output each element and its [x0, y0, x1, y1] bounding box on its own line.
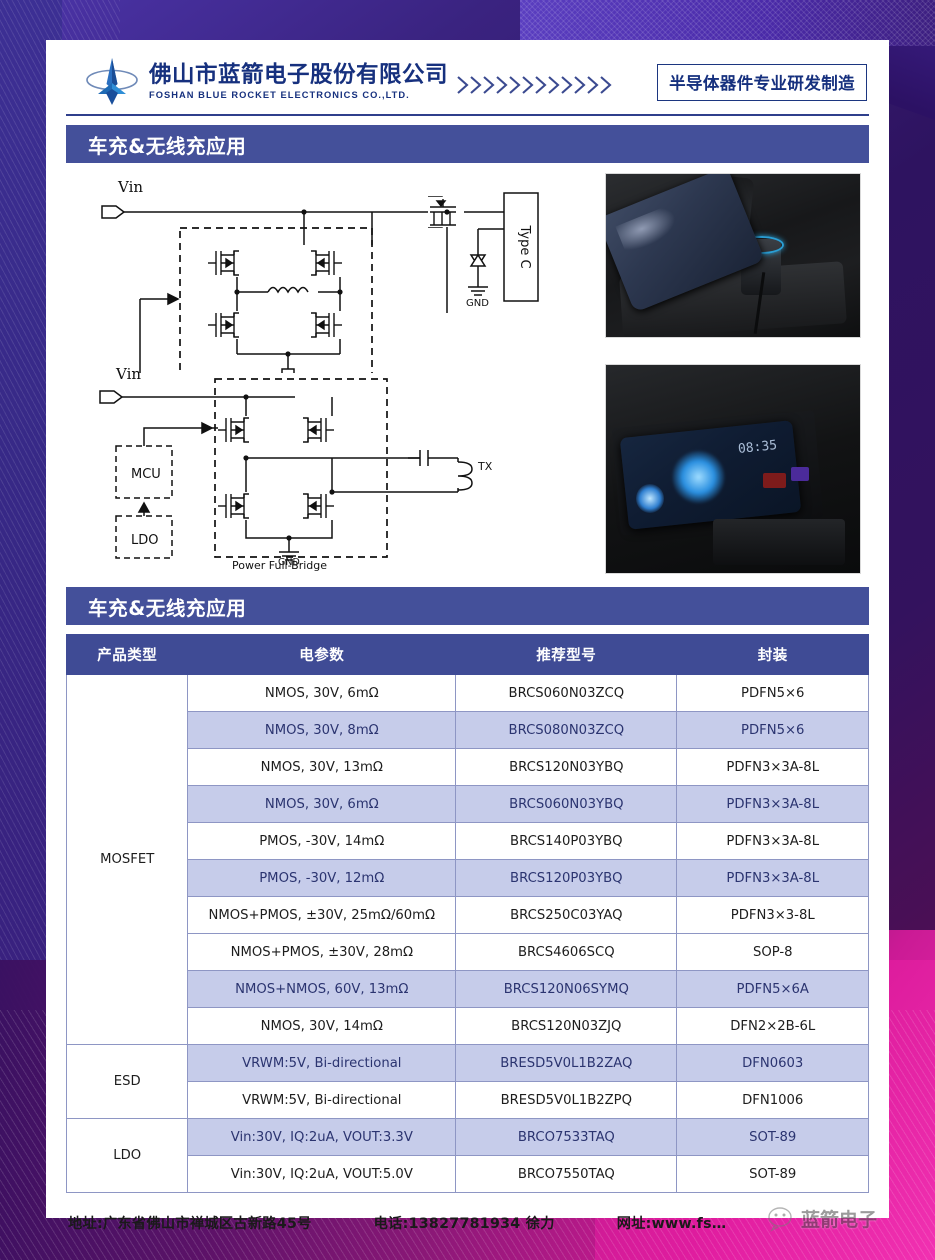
- company-name-en: FOSHAN BLUE ROCKET ELECTRONICS CO.,LTD.: [149, 89, 410, 100]
- cell-model: BRCS080N03ZCQ: [455, 711, 678, 749]
- slogan-badge: 半导体器件专业研发制造: [657, 63, 867, 101]
- cell-parameters: VRWM:5V, Bi-directional: [187, 1044, 457, 1082]
- table-header-row: 产品类型 电参数 推荐型号 封装: [65, 634, 869, 675]
- footer: 地址:广东省佛山市禅城区古新路45号 电话:13827781934 徐力 网址:…: [66, 1203, 877, 1243]
- company-name-cn: 佛山市蓝箭电子股份有限公司: [149, 62, 449, 89]
- cell-model: BRCO7550TAQ: [455, 1155, 678, 1193]
- watermark-text: 蓝箭电子: [800, 1209, 877, 1231]
- chevron-right-repeat-icon: [456, 74, 616, 96]
- wechat-account-avatar-icon: [767, 1206, 797, 1232]
- cell-package: PDFN5×6A: [676, 970, 869, 1008]
- cell-parameters: PMOS, -30V, 12mΩ: [187, 859, 457, 897]
- cell-package: SOP-8: [676, 933, 869, 971]
- page-card: 佛山市蓝箭电子股份有限公司 FOSHAN BLUE ROCKET ELECTRO…: [46, 40, 889, 1232]
- cell-package: DFN2×2B-6L: [676, 1007, 869, 1045]
- cell-model: BRCO7533TAQ: [455, 1118, 678, 1156]
- col-package: 封装: [676, 634, 869, 675]
- masthead-divider: [66, 114, 869, 116]
- cell-package: SOT-89: [676, 1155, 869, 1193]
- cell-package: PDFN3×3-8L: [676, 896, 869, 934]
- label-type-c: Type C: [517, 224, 532, 268]
- blue-rocket-star-logo-icon: [84, 57, 140, 107]
- cell-package: PDFN5×6: [676, 711, 869, 749]
- cell-parameters: NMOS, 30V, 6mΩ: [187, 674, 457, 712]
- label-vin-bottom: Vin: [115, 366, 141, 383]
- diagram-photo-zone: Vin Buck-Boost DC-DC PD CONTROLLER GND G…: [66, 171, 869, 581]
- col-recommended-model: 推荐型号: [455, 634, 678, 675]
- cell-model: BRCS250C03YAQ: [455, 896, 678, 934]
- cell-parameters: NMOS, 30V, 14mΩ: [187, 1007, 457, 1045]
- label-vin-top: Vin: [117, 178, 143, 196]
- masthead: 佛山市蓝箭电子股份有限公司 FOSHAN BLUE ROCKET ELECTRO…: [46, 40, 889, 114]
- cell-parameters: NMOS+PMOS, ±30V, 25mΩ/60mΩ: [187, 896, 457, 934]
- label-gnd-2: GND: [466, 298, 489, 309]
- cell-model: BRESD5V0L1B2ZAQ: [455, 1044, 678, 1082]
- cell-model: BRESD5V0L1B2ZPQ: [455, 1081, 678, 1119]
- watermark: 蓝箭电子: [767, 1205, 877, 1232]
- cell-model: BRCS120N03YBQ: [455, 748, 678, 786]
- cell-package: PDFN3×3A-8L: [676, 785, 869, 823]
- cell-model: BRCS4606SCQ: [455, 933, 678, 971]
- cell-parameters: Vin:30V, IQ:2uA, VOUT:3.3V: [187, 1118, 457, 1156]
- section-title-table: 车充&无线充应用: [88, 596, 247, 620]
- col-parameters: 电参数: [187, 634, 457, 675]
- cell-parameters: NMOS, 30V, 8mΩ: [187, 711, 457, 749]
- footer-website: 网址:www.fs…: [616, 1216, 727, 1232]
- cell-package: DFN1006: [676, 1081, 869, 1119]
- cell-package: PDFN3×3A-8L: [676, 822, 869, 860]
- section-title-top: 车充&无线充应用: [88, 134, 247, 158]
- cell-package: PDFN3×3A-8L: [676, 859, 869, 897]
- label-power-full-bridge: Power Full-Bridge: [232, 559, 327, 572]
- cell-parameters: Vin:30V, IQ:2uA, VOUT:5.0V: [187, 1155, 457, 1193]
- cell-category: ESD: [65, 1044, 189, 1119]
- cell-model: BRCS120P03YBQ: [455, 859, 678, 897]
- cell-model: BRCS120N03ZJQ: [455, 1007, 678, 1045]
- photo-car-usb-charger: [605, 173, 861, 338]
- cell-parameters: NMOS, 30V, 6mΩ: [187, 785, 457, 823]
- cell-package: SOT-89: [676, 1118, 869, 1156]
- cell-parameters: NMOS, 30V, 13mΩ: [187, 748, 457, 786]
- cell-parameters: VRWM:5V, Bi-directional: [187, 1081, 457, 1119]
- photo-column: 08:35: [605, 173, 867, 574]
- cell-parameters: PMOS, -30V, 14mΩ: [187, 822, 457, 860]
- cell-model: BRCS060N03ZCQ: [455, 674, 678, 712]
- cell-model: BRCS060N03YBQ: [455, 785, 678, 823]
- section-bar-table: 车充&无线充应用: [66, 587, 869, 625]
- footer-address: 地址:广东省佛山市禅城区古新路45号: [68, 1216, 312, 1232]
- label-ldo: LDO: [131, 533, 159, 548]
- cell-package: PDFN5×6: [676, 674, 869, 712]
- cell-category: MOSFET: [65, 674, 189, 1045]
- cell-category: LDO: [65, 1118, 189, 1193]
- footer-phone: 电话:13827781934 徐力: [373, 1216, 555, 1232]
- section-bar-applications: 车充&无线充应用: [66, 125, 869, 163]
- label-mcu: MCU: [131, 467, 161, 482]
- brand-logo: 佛山市蓝箭电子股份有限公司 FOSHAN BLUE ROCKET ELECTRO…: [84, 57, 448, 107]
- schematic-car-charger: Vin Buck-Boost DC-DC PD CONTROLLER GND G…: [72, 173, 544, 373]
- background-dot-texture: [520, 0, 935, 46]
- label-tx-coil: TX: [477, 460, 493, 473]
- photo-wireless-charging-pad: 08:35: [605, 364, 861, 574]
- schematic-wireless-charger: Vin MCU LDO Power Full-Bridge GND GND TX: [90, 366, 540, 581]
- cell-parameters: NMOS+PMOS, ±30V, 28mΩ: [187, 933, 457, 971]
- col-product-type: 产品类型: [65, 634, 189, 675]
- cell-model: BRCS140P03YBQ: [455, 822, 678, 860]
- label-gnd-3: GND: [278, 557, 300, 568]
- cell-model: BRCS120N06SYMQ: [455, 970, 678, 1008]
- cell-package: PDFN3×3A-8L: [676, 748, 869, 786]
- cell-package: DFN0603: [676, 1044, 869, 1082]
- cell-parameters: NMOS+NMOS, 60V, 13mΩ: [187, 970, 457, 1008]
